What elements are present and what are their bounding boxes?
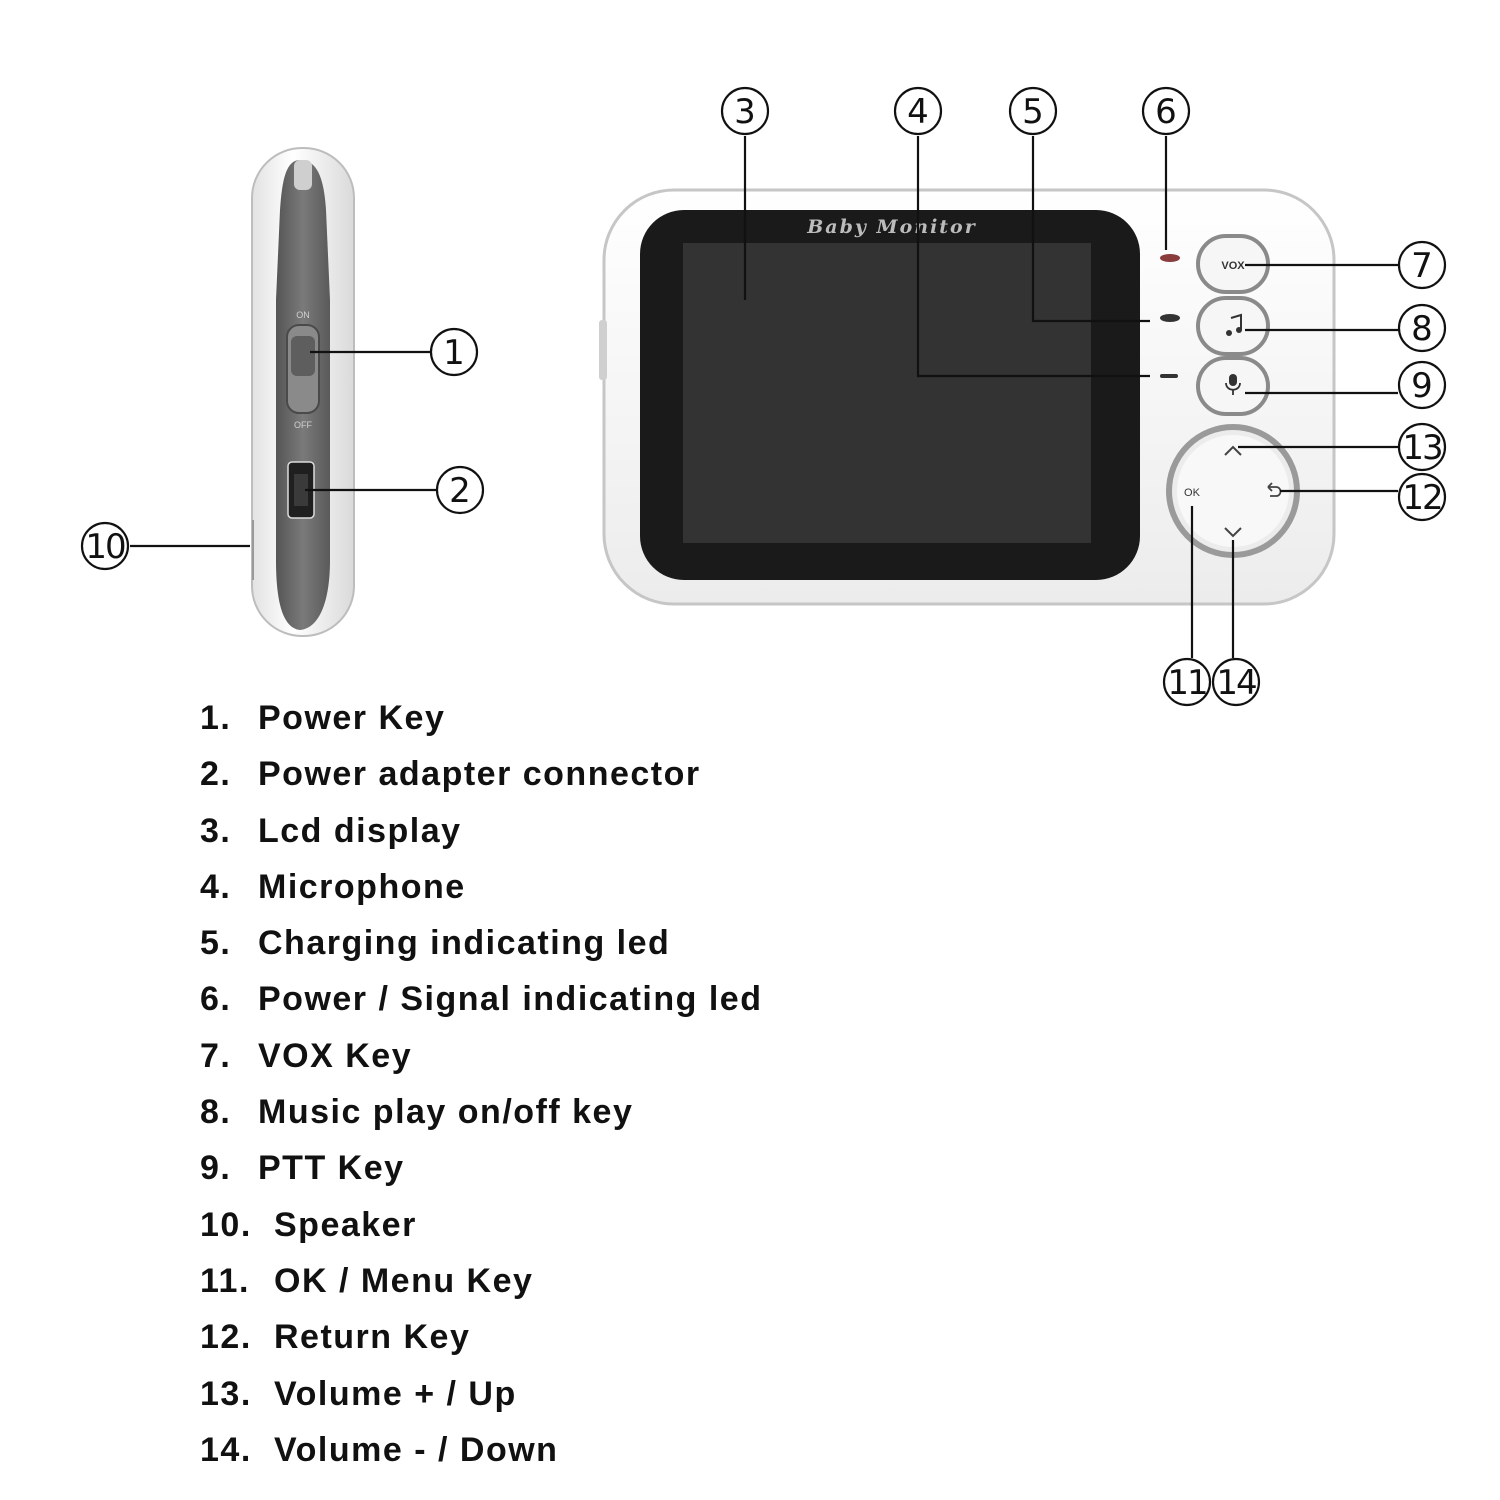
leader-lines [130,136,1398,658]
legend-item: 2.Power adapter connector [200,755,701,794]
legend-item: 14.Volume - / Down [200,1430,559,1469]
legend-item: 10.Speaker [200,1205,417,1244]
callout-10: 10 [80,521,130,571]
legend-item: 3.Lcd display [200,811,462,850]
ok-button[interactable]: OK [1184,487,1201,499]
music-button[interactable] [1196,296,1270,356]
callout-5: 5 [1008,86,1058,136]
callout-4: 4 [893,86,943,136]
callout-2: 2 [435,465,485,515]
svg-text:12: 12 [1402,478,1441,518]
callout-1: 1 [429,327,479,377]
lcd-display [683,243,1091,543]
svg-text:9: 9 [1411,366,1433,406]
microphone-hole [1160,374,1178,378]
svg-text:7: 7 [1411,246,1433,286]
charging-led [1160,314,1180,322]
switch-on-label: ON [296,310,310,320]
front-view: Baby Monitor VOX OK [599,188,1336,606]
vox-button-label: VOX [1221,260,1245,272]
callout-11: 11 [1162,657,1212,707]
callout-12: 12 [1397,472,1447,522]
legend-item: 12.Return Key [200,1318,471,1357]
legend-item: 1.Power Key [200,699,446,737]
legend-item: 8.Music play on/off key [200,1093,634,1132]
side-top-cap [294,160,312,190]
callout-6: 6 [1141,86,1191,136]
svg-text:8: 8 [1411,309,1433,349]
legend-item: 11.OK / Menu Key [200,1261,534,1300]
legend-item: 4.Microphone [200,867,466,906]
callout-13: 13 [1397,422,1447,472]
navigation-ring-inner [1177,435,1289,547]
parts-legend: 1.Power Key 2.Power adapter connector 3.… [200,690,762,1478]
usb-port-inner [294,474,308,506]
callout-9: 9 [1397,360,1447,410]
svg-text:5: 5 [1022,92,1044,132]
svg-text:6: 6 [1155,92,1177,132]
svg-text:10: 10 [85,527,125,567]
legend-item: 5.Charging indicating led [200,924,671,963]
callout-7: 7 [1397,240,1447,290]
callout-14: 14 [1211,657,1261,707]
microphone-icon [1225,374,1241,395]
side-nub [599,320,607,380]
switch-off-label: OFF [294,420,312,430]
brand-text: Baby Monitor [806,216,977,238]
legend-item: 9.PTT Key [200,1149,405,1188]
device-diagram: ON OFF Baby Monitor VOX [80,86,1447,707]
svg-text:13: 13 [1402,428,1441,468]
legend-item: 7.VOX Key [200,1036,413,1075]
legend-item: 6.Power / Signal indicating led [200,980,763,1019]
power-led [1160,254,1180,262]
callout-8: 8 [1397,303,1447,353]
svg-text:14: 14 [1216,663,1256,703]
chevron-down-icon[interactable] [1224,527,1242,538]
power-switch-knob [291,336,315,376]
svg-text:4: 4 [907,92,929,132]
legend-item: 13.Volume + / Up [200,1374,517,1413]
svg-text:2: 2 [449,471,471,511]
side-view: ON OFF [251,147,355,637]
chevron-up-icon[interactable] [1224,445,1242,456]
callout-3: 3 [720,86,770,136]
music-note-icon [1226,313,1242,336]
svg-text:11: 11 [1167,663,1206,703]
svg-text:3: 3 [734,92,756,132]
callouts: 1 2 3 4 5 6 7 8 9 10 11 12 13 14 [80,86,1447,707]
svg-text:1: 1 [443,333,465,373]
